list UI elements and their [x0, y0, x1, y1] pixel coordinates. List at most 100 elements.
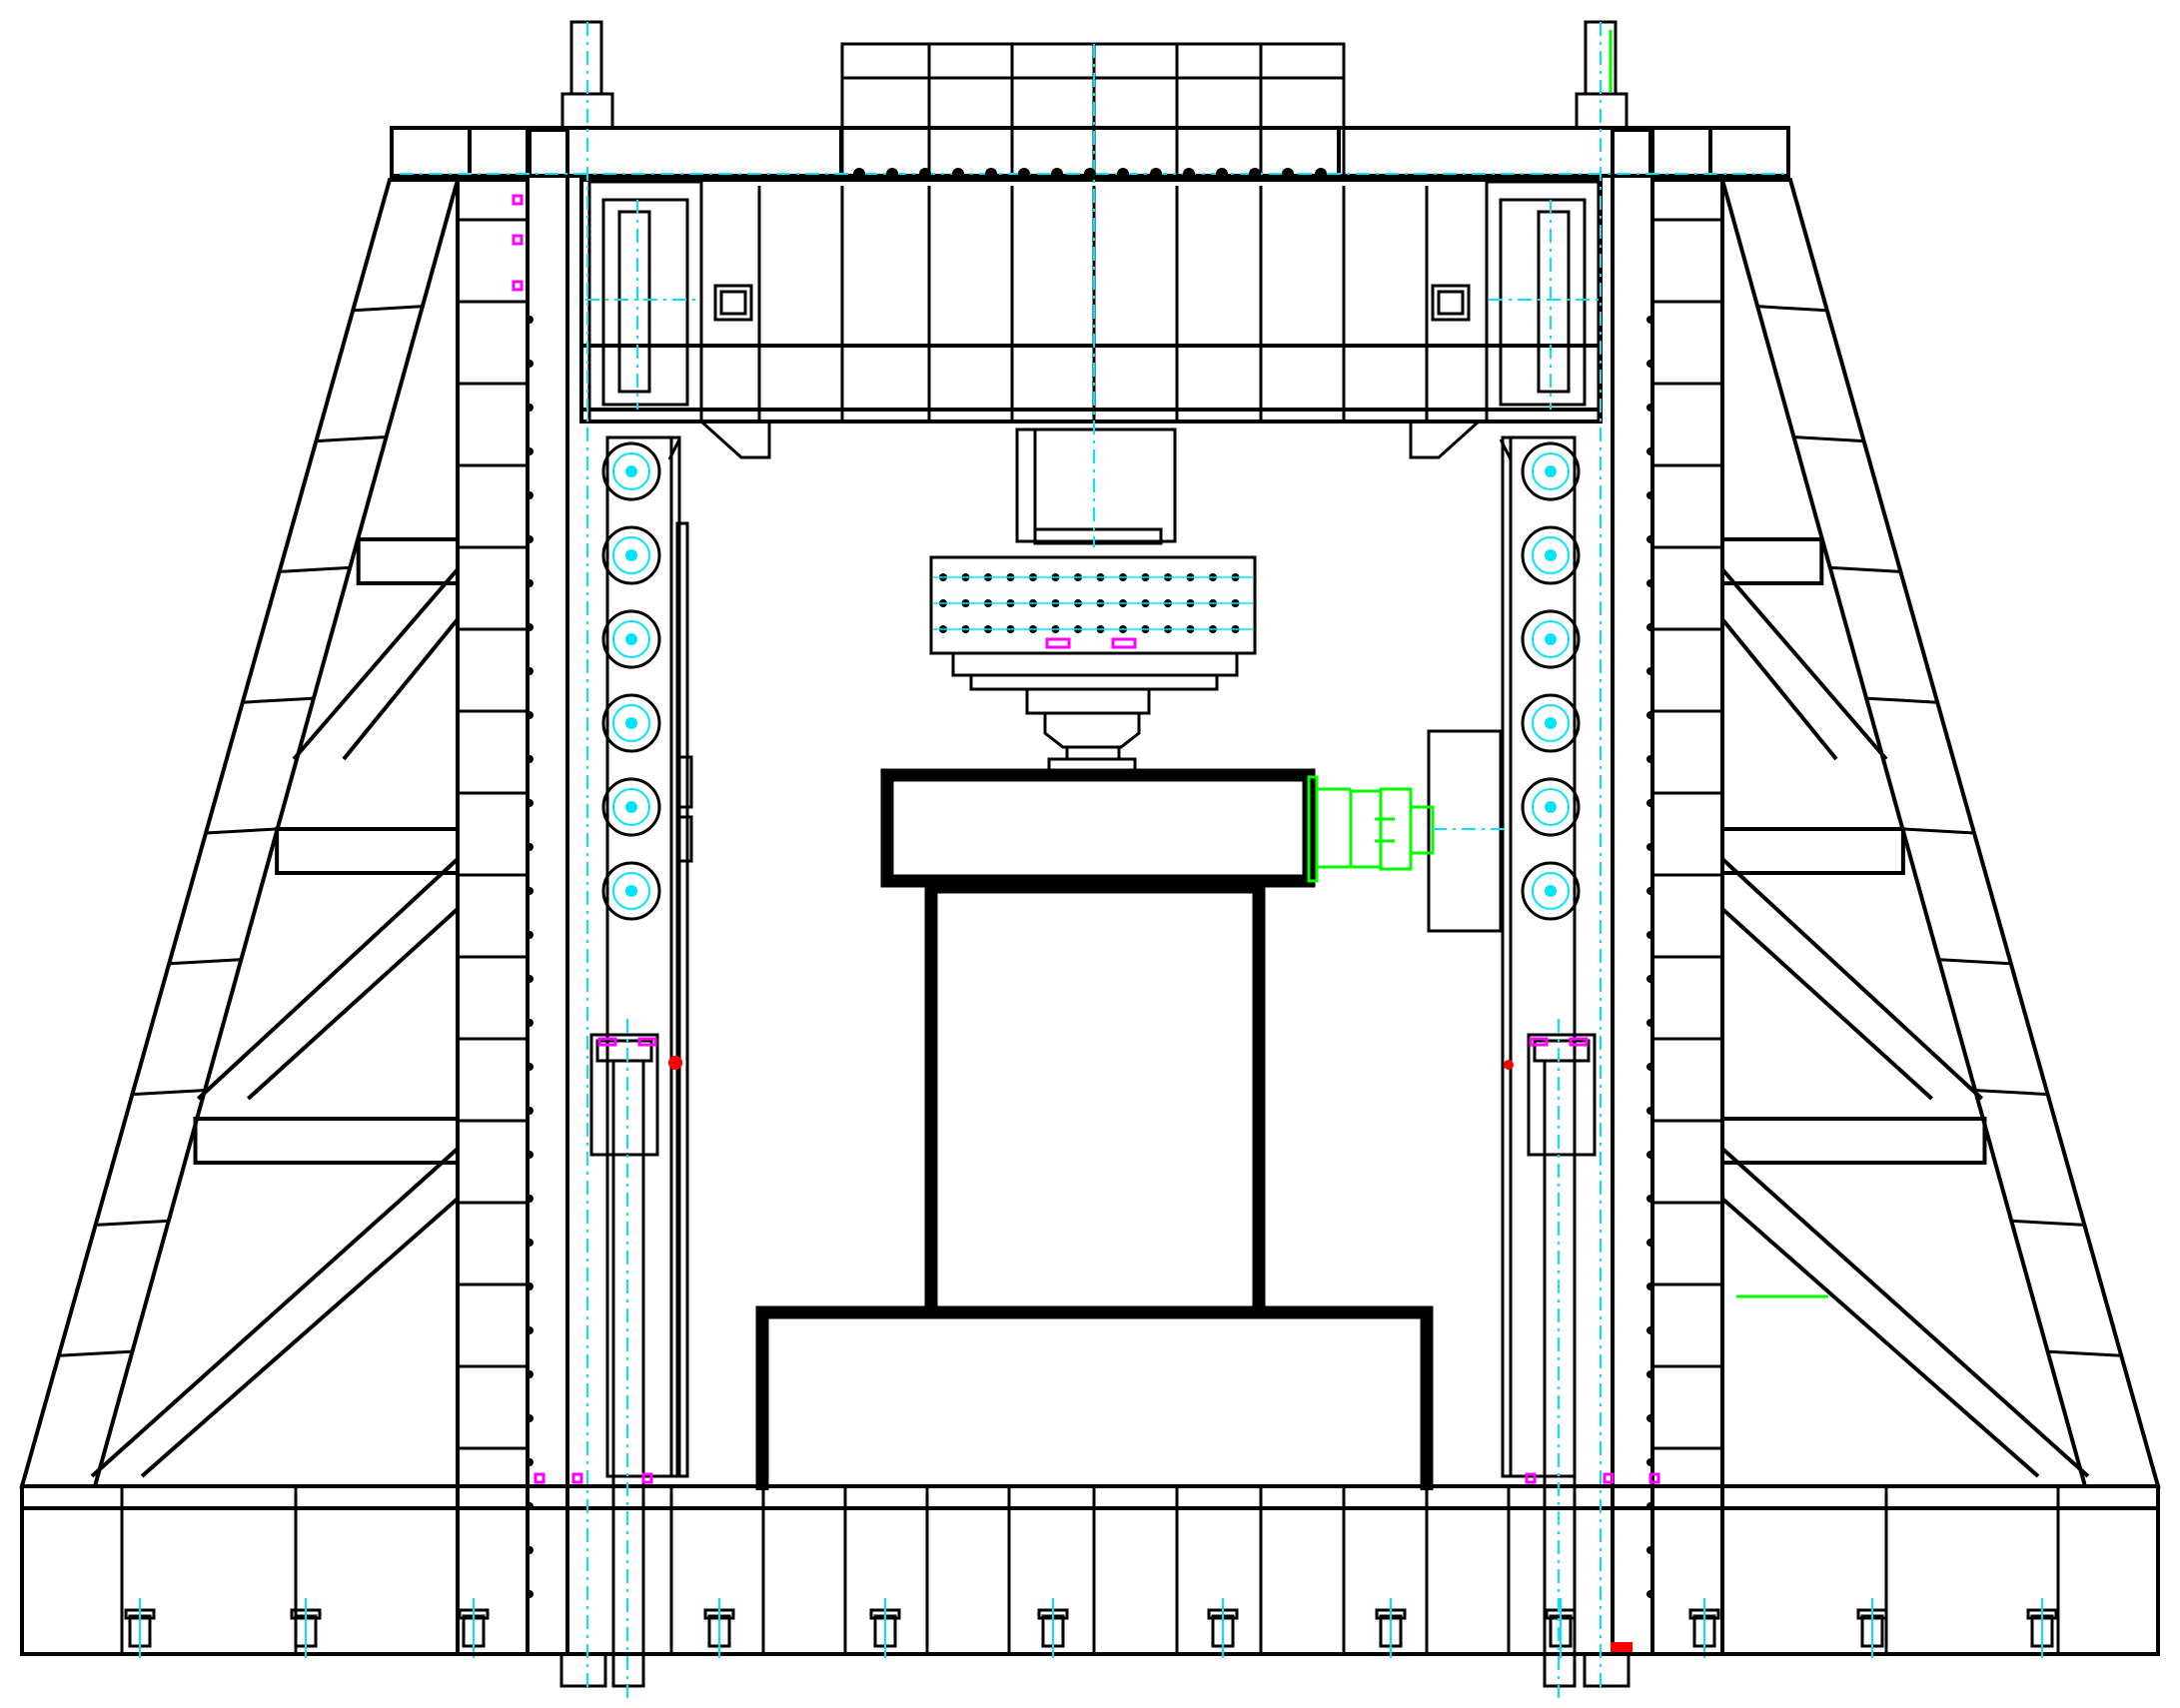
crosshead: [579, 178, 1603, 424]
base-anchor-bolts: [124, 1598, 2058, 1658]
frame-rib: [1903, 827, 1975, 835]
column-bolt: [526, 975, 534, 983]
load-head-bolts: [933, 573, 1253, 633]
column-bolt: [1646, 667, 1654, 675]
column-bolt: [1646, 1282, 1654, 1290]
column-bolt: [526, 667, 534, 675]
column-bolt: [526, 1239, 534, 1247]
guide-roller-axle: [1545, 549, 1557, 561]
frame-rib: [1830, 565, 1901, 573]
truss-strut: [1720, 827, 1905, 875]
column-bolt: [526, 755, 534, 763]
guide-roller: [601, 693, 661, 753]
guide-roller-hub: [1532, 536, 1570, 574]
truss-diagonal: [140, 1197, 460, 1478]
column-bolt: [526, 1195, 534, 1203]
frame-rib: [1794, 435, 1864, 443]
guide-roller-axle: [1545, 717, 1557, 729]
guide-roller-axle: [625, 465, 637, 477]
base-ribs: [120, 1486, 2060, 1654]
guide-roller: [601, 609, 661, 669]
column-bolt: [526, 1458, 534, 1466]
column-bolt: [1646, 1239, 1654, 1247]
truss-strut: [193, 1117, 461, 1165]
guide-roller: [1521, 777, 1581, 837]
left-roller-guide: [605, 435, 689, 1478]
guide-roller-axle: [1545, 465, 1557, 477]
frame-rib: [205, 827, 277, 835]
base-red-tag: [1611, 1642, 1633, 1652]
column-bolt: [1646, 975, 1654, 983]
column-bolt: [526, 1107, 534, 1115]
column-bolt: [526, 887, 534, 895]
guide-roller-hub: [612, 536, 650, 574]
column-bolt: [526, 1370, 534, 1378]
guide-roller: [1521, 609, 1581, 669]
crosshead-bolt: [1216, 168, 1228, 180]
column-bolt: [526, 1546, 534, 1554]
truss-diagonal: [1720, 567, 1888, 761]
frame-rib: [2012, 1219, 2085, 1227]
frame-rib: [1939, 958, 2011, 966]
magenta-markers: [512, 194, 1660, 1484]
truss-strut: [275, 827, 461, 875]
truss-diagonal: [247, 907, 460, 1101]
right-frame-truss: [1720, 537, 2090, 1478]
left-red-sensor: [668, 1056, 682, 1070]
base-foundation: [20, 1484, 2160, 1656]
column-bolt: [1646, 1107, 1654, 1115]
crosshead-bolt: [1249, 168, 1261, 180]
specimen: [755, 768, 1434, 1490]
guide-roller-axle: [625, 633, 637, 645]
centerlines: [400, 22, 1788, 1698]
frame-rib: [353, 305, 422, 313]
column-bolt: [1646, 1063, 1654, 1071]
guide-roller-axle: [625, 549, 637, 561]
guide-roller-axle: [625, 801, 637, 813]
truss-diagonal: [292, 567, 460, 761]
column-bolt: [1646, 711, 1654, 719]
frame-rib: [132, 1089, 204, 1097]
column-bolt: [526, 404, 534, 412]
guide-roller-hub: [1532, 704, 1570, 742]
crosshead-lugs: [713, 284, 1471, 322]
guide-roller-hub: [612, 704, 650, 742]
crosshead-bolt: [1282, 168, 1294, 180]
crosshead-webs: [757, 186, 1429, 420]
horizontal-actuator: [1307, 775, 1435, 883]
column-bolt: [1646, 1195, 1654, 1203]
guide-roller-hub: [612, 452, 650, 490]
frame-rib: [279, 565, 350, 573]
left-side-frame: [19, 178, 460, 1488]
crosshead-bolt: [1051, 168, 1063, 180]
left-column-brackets: [677, 755, 693, 863]
left-crosshead-clamp: [587, 180, 703, 424]
truss-diagonal: [1720, 617, 1838, 761]
left-lower-clamp: [589, 1033, 659, 1157]
left-column: [456, 128, 569, 1656]
column-bolt: [1646, 1326, 1654, 1334]
column-bolt: [526, 1590, 534, 1598]
column-bolt: [526, 579, 534, 587]
right-roller-guide: [1501, 435, 1577, 1478]
column-bolt: [526, 447, 534, 455]
right-column: [1611, 128, 1724, 1656]
truss-diagonal: [342, 617, 460, 761]
guide-roller: [1521, 525, 1581, 585]
guide-roller: [601, 777, 661, 837]
column-bolt: [1646, 1502, 1654, 1510]
guide-rollers: [601, 441, 1581, 921]
crosshead-bolt: [1150, 168, 1162, 180]
guide-roller-axle: [1545, 801, 1557, 813]
column-bolt: [1646, 1151, 1654, 1159]
truss-diagonal: [1720, 857, 1984, 1101]
frame-rib: [95, 1219, 168, 1227]
crosshead-bolt: [1315, 168, 1327, 180]
column-bolt: [1646, 535, 1654, 543]
crosshead-bolt-row: [853, 168, 1327, 180]
column-bolt: [526, 360, 534, 368]
column-bolt: [526, 1063, 534, 1071]
column-bolt: [526, 711, 534, 719]
